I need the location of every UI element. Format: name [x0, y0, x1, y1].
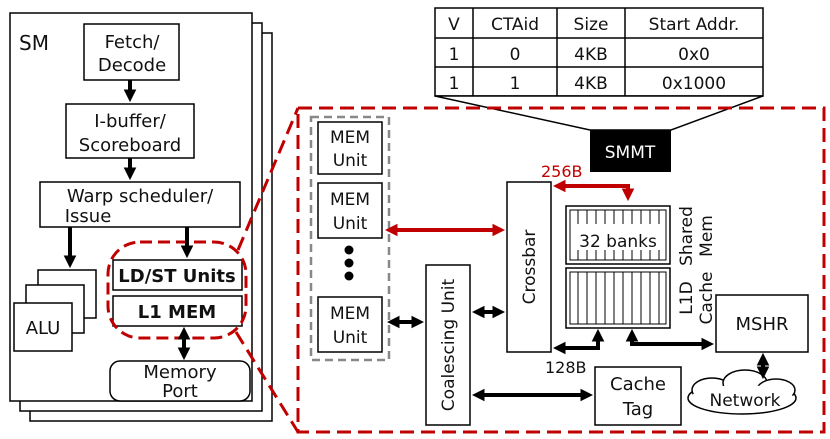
table-cell: 0x0 — [678, 45, 710, 65]
ldst-units-label: LD/ST Units — [118, 266, 235, 287]
coalescing-unit-label: Coalescing Unit — [439, 278, 459, 411]
smmt-box — [590, 130, 671, 172]
mem-unit-line2: Unit — [333, 328, 368, 348]
mem-unit-line1: MEM — [330, 190, 370, 210]
detail-panel — [296, 106, 826, 434]
crossbar-box — [506, 181, 552, 353]
l1-mem-box — [112, 295, 243, 327]
arrow-crossbar-shared-256b — [552, 179, 635, 202]
mem-label: Mem — [697, 215, 717, 257]
table-cell: 0x1000 — [662, 74, 726, 94]
shared-label: Shared — [677, 206, 697, 266]
mem-unit-group — [309, 115, 391, 362]
smmt-label: SMMT — [605, 143, 656, 163]
l1d-label: L1D — [677, 281, 697, 314]
alu-box — [13, 302, 73, 352]
ldst-units-box — [112, 259, 243, 291]
table-cell: 1 — [449, 45, 460, 65]
alu-label: ALU — [26, 318, 61, 339]
mem-unit-box — [317, 296, 383, 353]
mem-unit-line2: Unit — [333, 151, 368, 171]
memory-port-line2: Port — [162, 381, 198, 402]
fetch-decode-line2: Decode — [98, 55, 166, 76]
mshr-box — [715, 294, 809, 353]
smmt-funnel — [434, 95, 764, 131]
zoom-line-top — [236, 107, 300, 251]
network-cloud — [687, 369, 797, 415]
cache-tag-line2: Tag — [622, 399, 653, 420]
ellipsis-dot — [344, 245, 354, 255]
bandwidth-256b-label: 256B — [541, 162, 583, 181]
l1-mem-label: L1 MEM — [138, 302, 216, 323]
shared-mem-banks — [565, 205, 671, 265]
memory-port-box — [109, 360, 251, 402]
table-cell: 1 — [510, 74, 521, 94]
table-cell: 4KB — [574, 45, 608, 65]
ldst-l1-highlight — [106, 240, 248, 340]
mem-unit-box — [317, 182, 383, 239]
table-header-v: V — [448, 15, 460, 35]
mshr-label: MSHR — [736, 314, 789, 335]
memory-port-line1: Memory — [143, 362, 217, 383]
coalescing-unit-box — [425, 264, 471, 426]
cache-tag-line1: Cache — [610, 374, 666, 395]
fetch-decode-line1: Fetch/ — [105, 32, 161, 53]
banks-label: 32 banks — [579, 232, 657, 252]
l1d-cache-banks — [565, 267, 671, 329]
mem-unit-line2: Unit — [333, 214, 368, 234]
table-cell: 4KB — [574, 74, 608, 94]
table-header-start-addr: Start Addr. — [649, 15, 740, 35]
arrow-crossbar-l1d-128b — [552, 328, 605, 355]
sm-title: SM — [19, 31, 49, 55]
crossbar-label: Crossbar — [520, 230, 540, 305]
mem-unit-line1: MEM — [330, 304, 370, 324]
ibuffer-line1: I-buffer/ — [94, 111, 167, 132]
table-cell: 0 — [510, 45, 521, 65]
fetch-decode-box — [83, 23, 180, 81]
ellipsis-dot — [344, 258, 354, 268]
bandwidth-128b-label: 128B — [545, 358, 587, 377]
mem-unit-box — [317, 121, 383, 175]
arrow-l1d-mshr — [625, 328, 715, 351]
table-header-size: Size — [574, 15, 609, 35]
ibuffer-line2: Scoreboard — [79, 135, 181, 156]
network-label: Network — [710, 391, 781, 411]
cache-tag-box — [594, 366, 682, 426]
mem-unit-line1: MEM — [330, 128, 370, 148]
smmt-table: V CTAid Size Start Addr. 1 0 4KB 0x0 1 1… — [434, 7, 764, 97]
ellipsis-dot — [344, 271, 354, 281]
warp-scheduler-box — [39, 181, 241, 228]
table-header-ctaid: CTAid — [491, 15, 539, 35]
cache-label: Cache — [697, 272, 717, 325]
warp-scheduler-line2: Issue — [65, 206, 112, 227]
warp-scheduler-line1: Warp scheduler/ — [67, 186, 214, 207]
table-cell: 1 — [449, 74, 460, 94]
